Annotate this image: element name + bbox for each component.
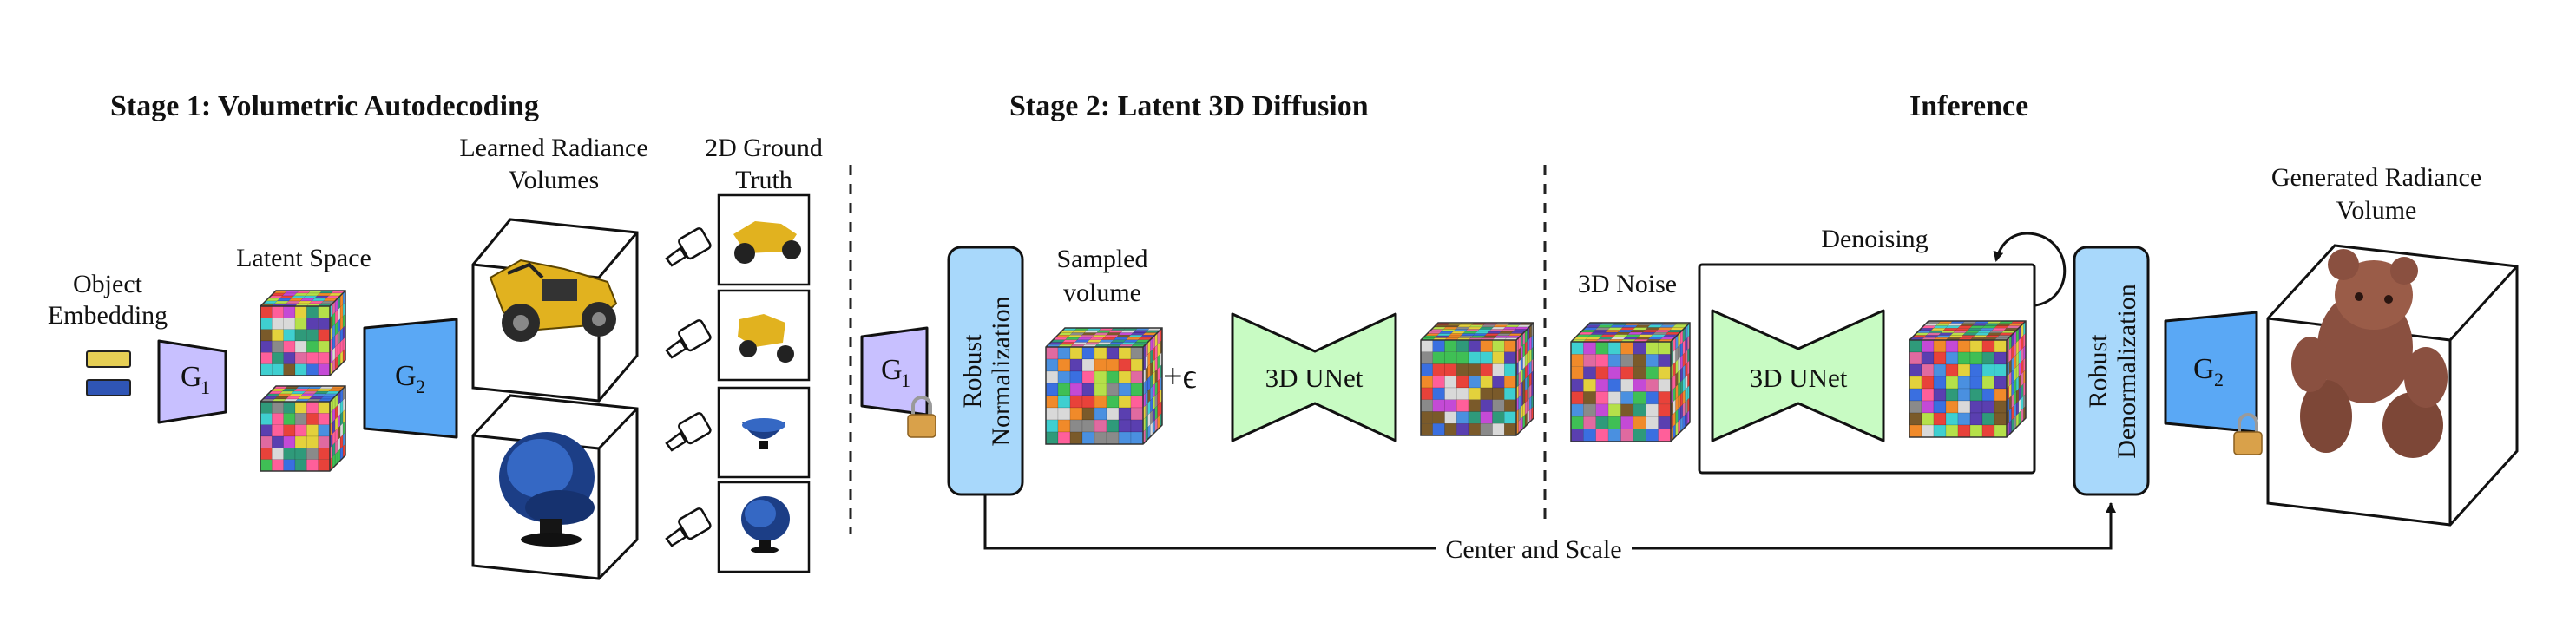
unet-stage2 [1231,312,1397,442]
g1-label-stage2: G [881,354,903,386]
center-scale-label: Center and Scale [1445,535,1621,564]
unet-label-inference: 3D UNet [1750,363,1848,393]
robust-normalization-line1: Robust [958,334,987,409]
g2-network-stage1 [363,318,458,439]
ground-truth-label-line1: 2D Ground [705,134,823,162]
g2-sub-inference: 2 [2214,369,2224,390]
teddy-bear-image [2291,249,2448,458]
noise-cube [1570,322,1691,442]
unet-label-stage2: 3D UNet [1265,363,1364,393]
object-embedding-label-line2: Embedding [48,301,168,330]
generated-volume-label-line1: Generated Radiance [2271,163,2481,192]
unet-output-cube-stage2 [1420,322,1534,436]
g2-label-stage1: G [395,360,417,392]
ground-truth-image-1 [717,193,811,286]
learned-volumes-label-line2: Volumes [509,166,599,194]
ground-truth-image-2 [717,289,811,382]
camera-icon-1 [665,227,712,267]
stage2-title: Stage 2: Latent 3D Diffusion [1009,90,1369,122]
stage1-title: Stage 1: Volumetric Autodecoding [110,90,539,122]
lock-icon-g2 [2233,413,2263,455]
g1-sub-stage2: 1 [901,370,910,391]
chair-image [499,432,595,547]
g1-network-stage1 [157,339,227,424]
generated-radiance-volume [2266,244,2519,527]
denoising-label: Denoising [1821,225,1928,253]
center-scale-line-right [1632,502,2116,550]
sampled-volume-cube [1045,327,1163,445]
ground-truth-image-4 [717,481,811,573]
robust-denormalization-block [2073,246,2150,496]
latent-space-label: Latent Space [236,244,371,272]
latent-cube-1 [260,290,346,376]
sampled-volume-label-line2: volume [1063,278,1141,307]
g1-sub-stage1: 1 [200,376,210,398]
g2-label-inference: G [2193,353,2215,385]
ground-truth-image-3 [717,386,811,479]
sampled-volume-label-line1: Sampled [1057,245,1148,273]
camera-icon-2 [665,319,712,359]
plus-epsilon: +ϵ [1163,357,1197,396]
embedding-vector-yellow [86,350,131,368]
latent-cube-2 [260,385,346,472]
object-embedding-label-line1: Object [73,270,143,298]
inference-title: Inference [1909,90,2028,122]
ground-truth-label-line2: Truth [735,166,792,194]
robust-normalization-line2: Normalization [987,296,1015,446]
learned-volume-chair [471,394,639,580]
robust-denormalization-line2: Denormalization [2113,284,2141,459]
learned-volumes-label-line1: Learned Radiance [459,134,647,162]
learned-volume-motorcycle [471,218,639,403]
center-scale-line-left [983,494,1436,550]
robust-denormalization-line1: Robust [2084,334,2113,409]
denoised-cube [1909,320,2027,438]
motorcycle-image [489,259,618,342]
g1-label-stage1: G [181,361,202,393]
camera-icon-3 [665,412,712,452]
denoising-loop-arrow [1993,232,2067,307]
g2-sub-stage1: 2 [416,376,425,397]
embedding-vector-blue [86,379,131,396]
camera-icon-4 [665,507,712,547]
generated-volume-label-line2: Volume [2336,196,2417,225]
noise-label: 3D Noise [1578,270,1677,298]
unet-inference [1711,309,1885,442]
lock-icon-g1 [907,396,936,438]
